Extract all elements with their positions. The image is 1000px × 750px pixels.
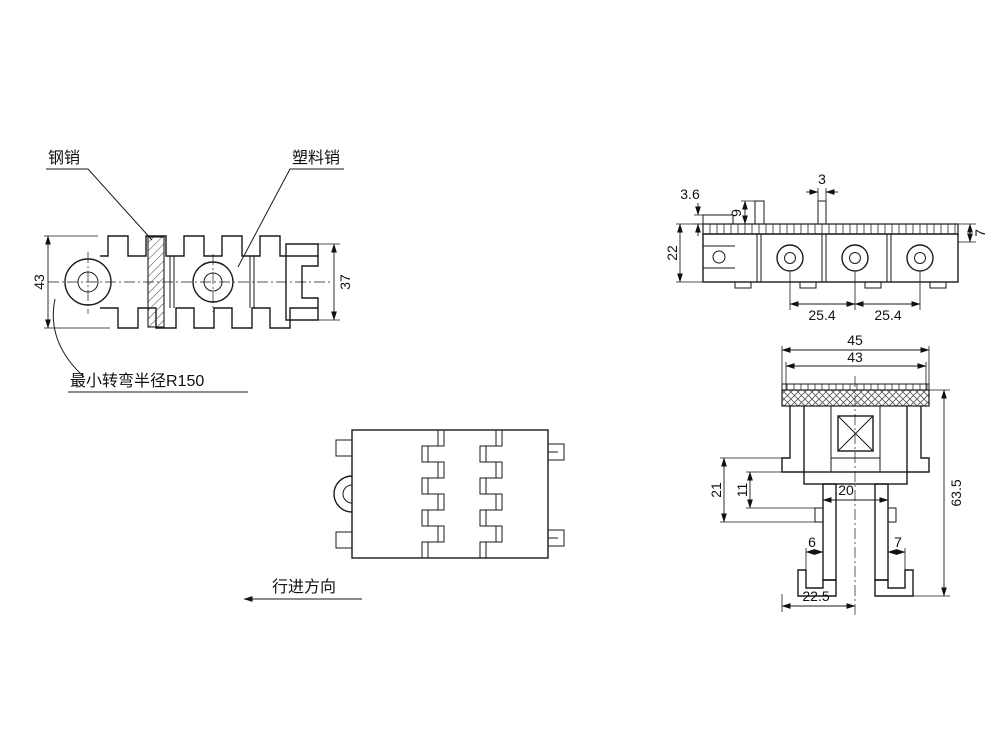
cross-section-view: 45 43 63.5 21 11 20 6 7 22.5 (708, 332, 964, 618)
clevis-walls (830, 406, 881, 472)
hatched-plate (781, 389, 930, 407)
dim-foot-6: 6 (808, 534, 816, 550)
left-leg (822, 483, 837, 581)
pin-stub-left (754, 200, 765, 225)
left-cap-slot (703, 245, 735, 269)
dim-body-height: 22 (664, 245, 680, 261)
steel-pin-leader (46, 168, 153, 241)
plastic-pin-label: 塑料销 (292, 149, 340, 167)
dim3-ext (817, 188, 827, 201)
side-elevation-view: 43 37 钢销 塑料销 最小转弯半径R150 (31, 149, 353, 393)
right-leg (874, 483, 889, 581)
pin-stub-right (817, 200, 827, 225)
dim21-ext (720, 457, 815, 523)
dim-overall-height: 43 (31, 274, 47, 290)
min-radius-label: 最小转弯半径R150 (70, 372, 204, 390)
right-leg-stub (887, 507, 897, 523)
left-wall (781, 406, 805, 473)
top-teeth-profile (100, 235, 318, 257)
dim-depth-21: 21 (708, 482, 724, 498)
pin-boss-1 (776, 244, 804, 272)
dim-outer-width: 45 (847, 332, 863, 348)
cap-serrations (781, 383, 930, 391)
dim-plate-height: 7 (972, 229, 988, 237)
dim-depth-11: 11 (734, 483, 750, 498)
pin-square (837, 415, 874, 452)
eye-a-bore (77, 271, 99, 293)
link-joint-lines (169, 256, 255, 308)
plan-outline (351, 429, 549, 559)
dim-inner-width: 43 (847, 349, 863, 365)
joint-dividers (756, 234, 892, 282)
travel-direction-label: 行进方向 (272, 578, 336, 596)
dim-half-width: 22.5 (802, 588, 829, 604)
min-radius-leader (52, 298, 85, 378)
mid-web (803, 471, 908, 485)
pin-square-diagonals (837, 415, 874, 452)
plan-view: 行进方向 (243, 429, 565, 602)
right-hook-notches (548, 451, 558, 539)
pin-hole-2 (849, 252, 861, 264)
dim-step: 3.6 (680, 186, 700, 202)
dim-pitch-right: 25.4 (874, 307, 901, 323)
left-tooth-bottom (335, 531, 353, 549)
eye-a-outer (64, 258, 112, 306)
teeth-joint-2b (485, 430, 503, 558)
right-clevis (285, 243, 319, 321)
dim-link-height: 37 (337, 274, 353, 290)
hinge-bump-inner (342, 484, 353, 504)
dim-pitch-left: 25.4 (808, 307, 835, 323)
dim7f-ext (887, 548, 906, 580)
eye-b-outer (192, 261, 234, 303)
left-cap-hole (712, 250, 726, 264)
steel-pin-label: 钢销 (48, 149, 80, 167)
bottom-feet (734, 282, 947, 289)
pin-boss-2 (841, 244, 869, 272)
pin-hole-1 (784, 252, 796, 264)
left-tooth-top (335, 439, 353, 457)
hinge-bump-outer (333, 475, 353, 513)
dim-pin-width: 3 (818, 171, 826, 187)
dim-pin-height: 9 (728, 209, 744, 217)
dim11-ext (746, 471, 815, 509)
top-plate (702, 223, 959, 235)
bottom-teeth-profile (100, 307, 318, 329)
teeth-joint-1b (427, 430, 445, 558)
eye-b-bore (203, 272, 223, 292)
pin-boss-3 (906, 244, 934, 272)
right-foot (874, 569, 914, 597)
dim7-ext (958, 223, 976, 243)
chain-body (702, 233, 959, 283)
pin-hole-3 (914, 252, 926, 264)
left-leg-stub (814, 507, 824, 523)
dim43-ext (44, 235, 110, 329)
dim6-ext (805, 548, 824, 580)
front-elevation-view: 9 3 3.6 22 7 25.4 25.4 (664, 171, 988, 323)
dim-foot-7: 7 (894, 534, 902, 550)
dim-leg-span: 20 (838, 482, 854, 498)
plastic-pin-leader (237, 168, 344, 268)
right-wall (906, 406, 930, 473)
dim-overall-height-section: 63.5 (948, 479, 964, 506)
steel-pin-section (147, 236, 165, 328)
